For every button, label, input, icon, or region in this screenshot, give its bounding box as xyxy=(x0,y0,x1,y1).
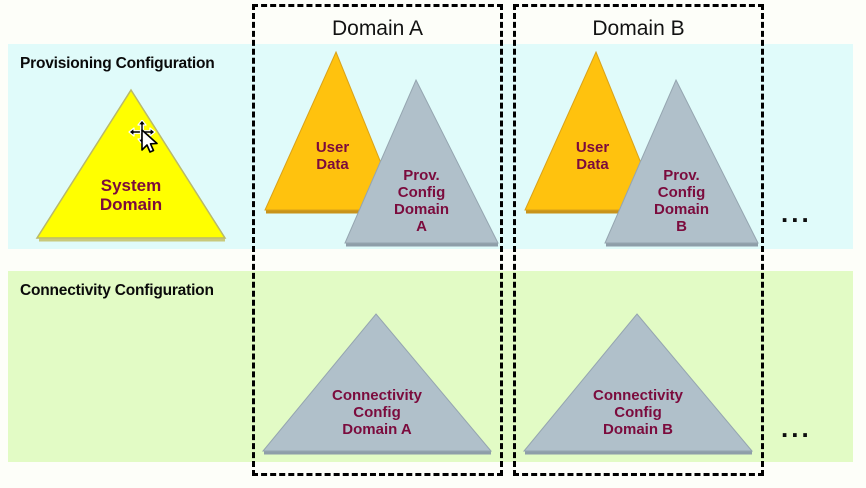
move-cursor-icon xyxy=(128,119,164,156)
domain-b-title: Domain B xyxy=(592,17,685,40)
connectivity-continuation-ellipsis: ... xyxy=(781,413,812,443)
system-domain-triangle[interactable]: System Domain xyxy=(35,88,227,243)
connectivity-configuration-label: Connectivity Configuration xyxy=(20,282,214,299)
provisioning-continuation-ellipsis: ... xyxy=(781,198,812,228)
domain-b-column[interactable]: Domain B xyxy=(513,4,764,476)
prov-config-b-triangle[interactable]: Prov. Config Domain B xyxy=(604,78,759,248)
conn-config-b-triangle[interactable]: Connectivity Config Domain B xyxy=(522,312,754,455)
domain-a-column[interactable]: Domain A xyxy=(252,4,503,476)
domain-a-title: Domain A xyxy=(331,17,424,40)
prov-config-a-triangle[interactable]: Prov. Config Domain A xyxy=(344,78,499,248)
provisioning-configuration-label: Provisioning Configuration xyxy=(20,55,215,72)
conn-config-a-triangle[interactable]: Connectivity Config Domain A xyxy=(261,312,493,455)
